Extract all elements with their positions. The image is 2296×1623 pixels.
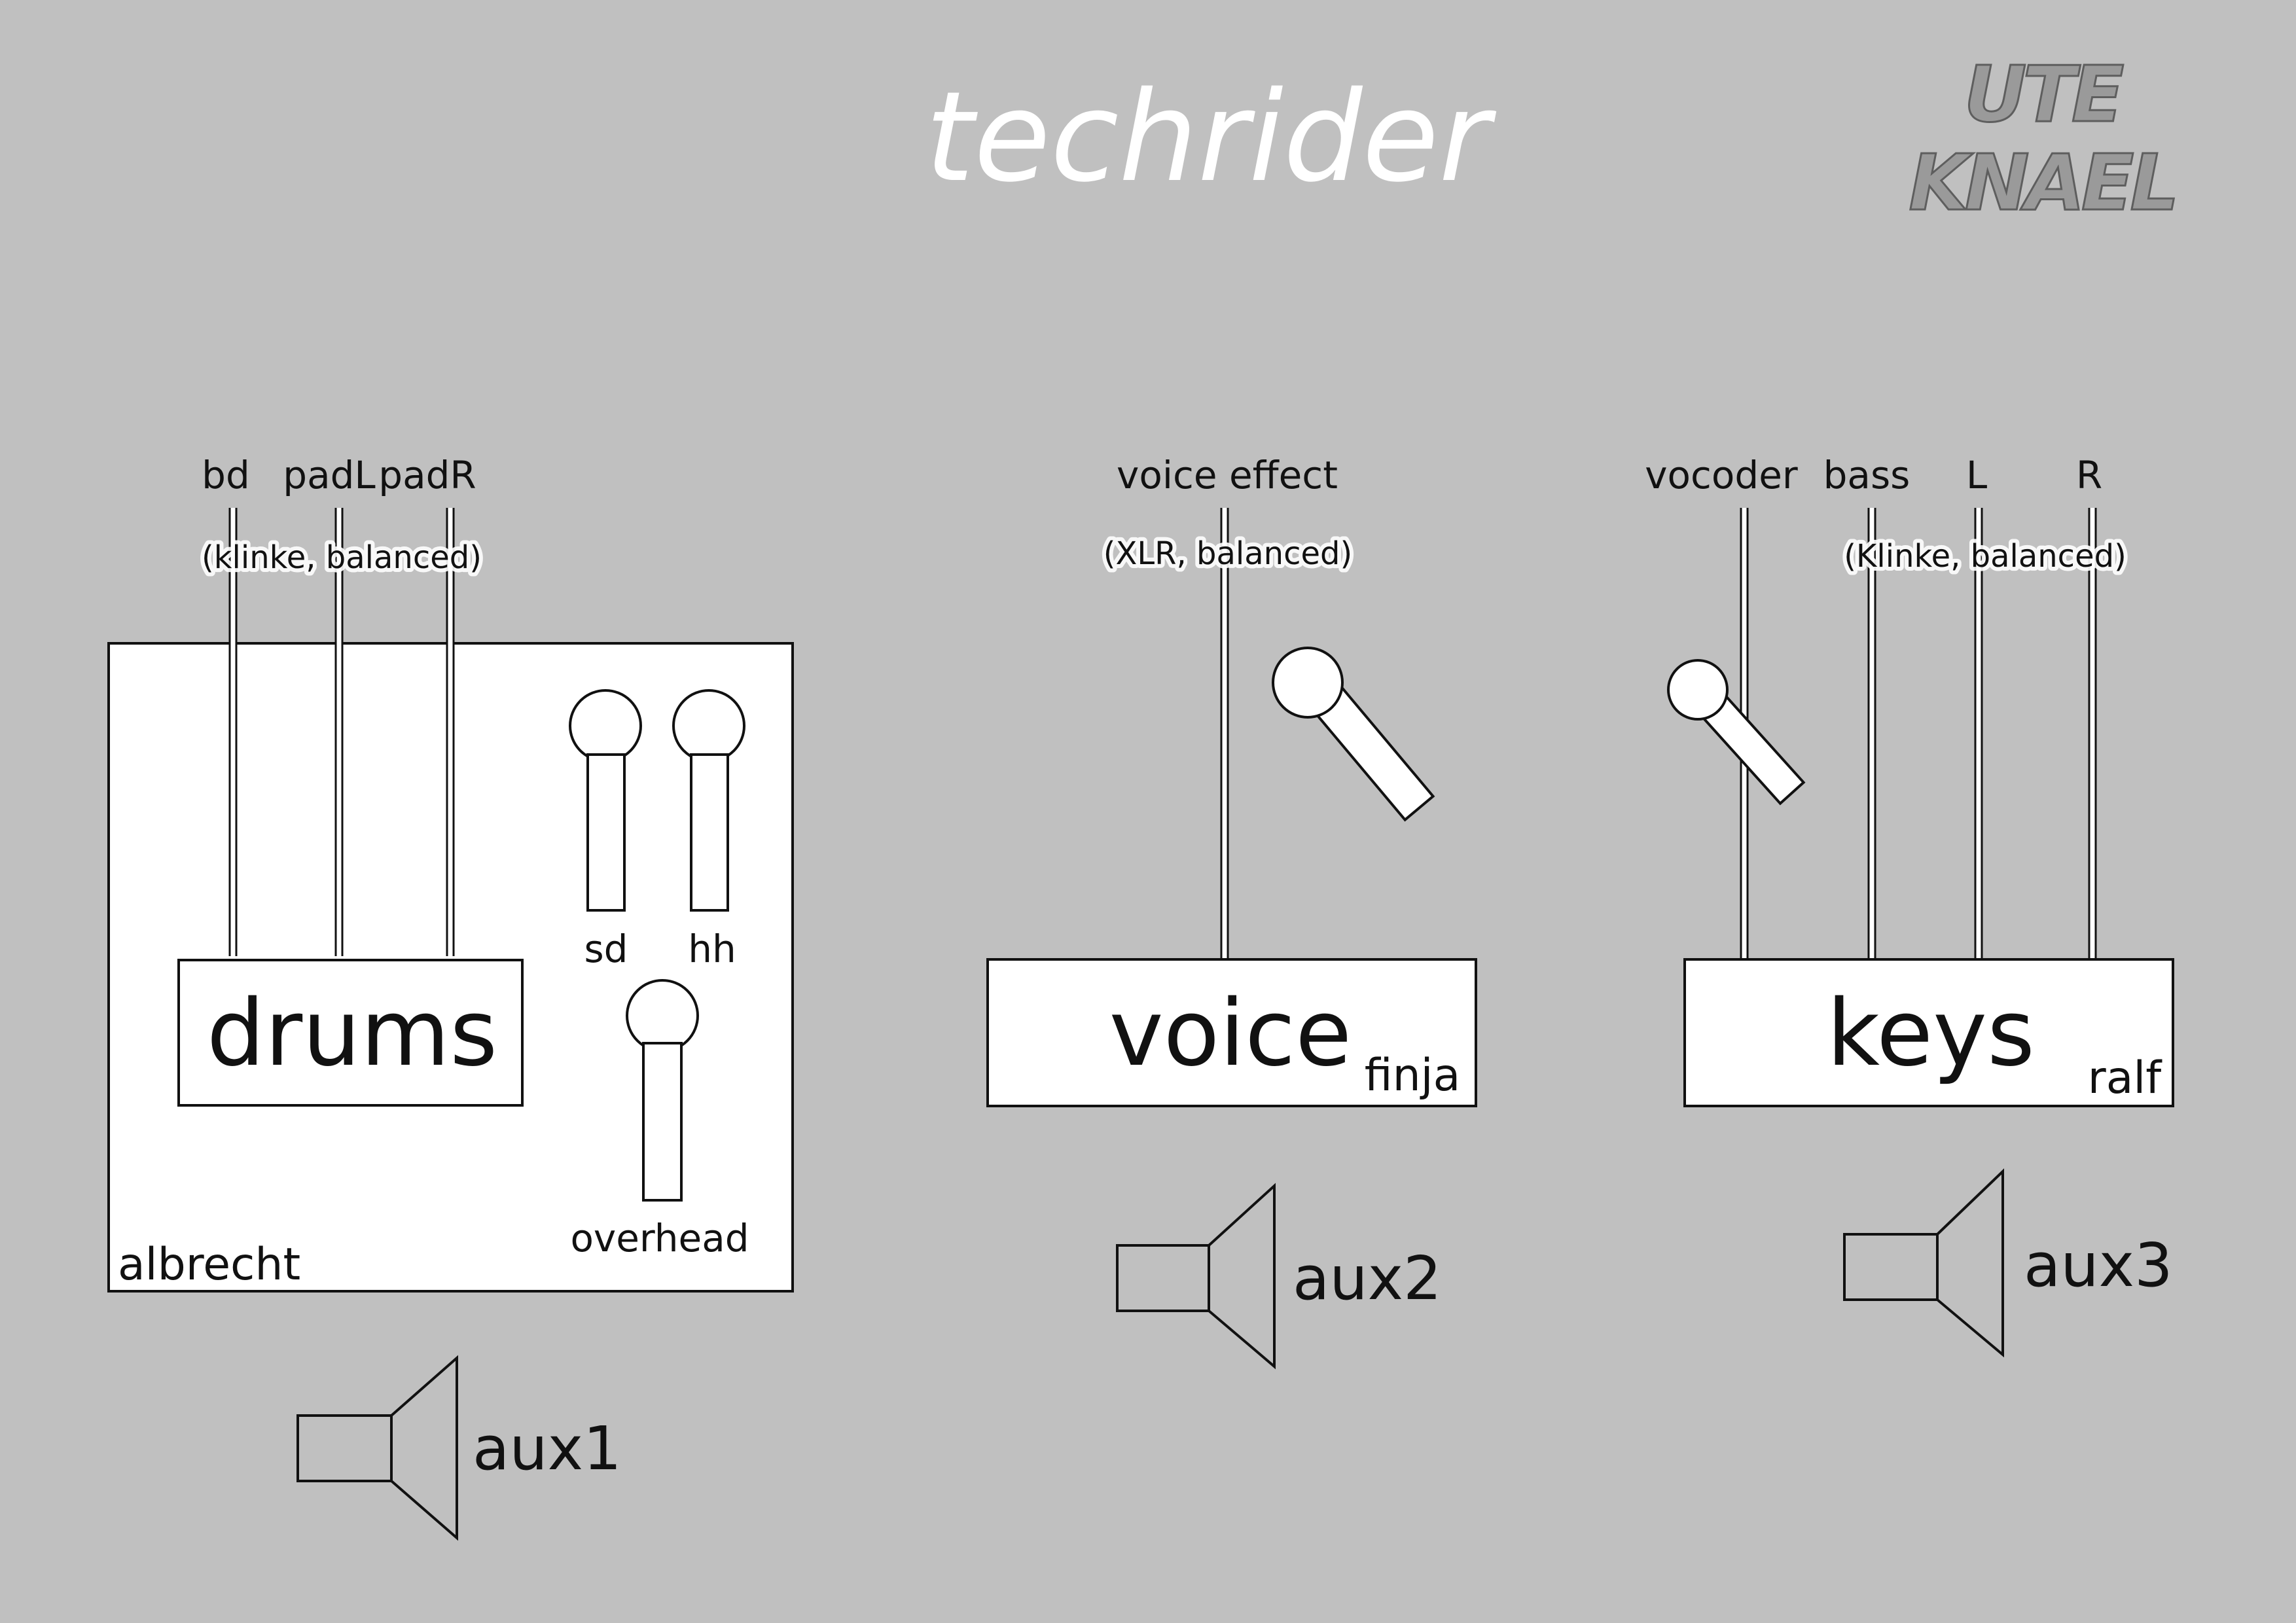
voice-label: voice <box>1109 980 1352 1087</box>
drums-box <box>177 959 524 1107</box>
overhead-mic-label: overhead <box>570 1216 749 1260</box>
logo-line-2: KNAEL <box>1909 137 2175 228</box>
voice-player-name: finja <box>1365 1050 1461 1101</box>
hihat-mic-icon <box>672 689 745 912</box>
keys-player-name: ralf <box>2088 1052 2163 1104</box>
keys-connector-note: (Klinke, balanced) <box>1844 538 2126 575</box>
drums-label: drums <box>207 980 497 1087</box>
snare-mic-label: sd <box>584 927 628 971</box>
keys-cable-bass <box>1867 508 1876 959</box>
drums-player-name: albrecht <box>118 1239 300 1291</box>
aux3-label: aux3 <box>2024 1230 2173 1300</box>
keys-connector-note-halo: (Klinke, balanced) <box>1844 538 2126 575</box>
keys-station: vocoder bass L R (Klinke, balanced) (Kli… <box>1645 453 2174 1107</box>
keys-cable-r <box>2088 508 2097 959</box>
page-title: techrider <box>925 65 1497 209</box>
keys-label: keys <box>1827 980 2035 1087</box>
voice-box <box>986 958 1477 1107</box>
hihat-mic-label: hh <box>688 927 736 971</box>
snare-mic-icon <box>569 689 642 912</box>
drums-cable-padr <box>446 508 455 956</box>
voice-connector-note-halo: (XLR, balanced) <box>1103 535 1352 572</box>
keys-input-vocoder-label: vocoder <box>1645 453 1798 497</box>
band-logo: UTE KNAEL <box>1908 48 2180 229</box>
drums-connector-note: (klinke, balanced) <box>202 539 482 576</box>
voice-cable-effect <box>1220 508 1229 959</box>
drums-cable-bd <box>228 508 238 956</box>
keys-input-bass-label: bass <box>1823 453 1910 497</box>
vocal-mic-icon <box>1272 647 1435 822</box>
voice-connector-note: (XLR, balanced) <box>1103 535 1352 572</box>
keys-input-r-label: R <box>2076 453 2102 497</box>
aux2-label: aux2 <box>1293 1243 1442 1313</box>
voice-station: voice effect (XLR, balanced) (XLR, balan… <box>986 453 1477 1107</box>
aux1-speaker-icon <box>296 1355 458 1541</box>
keys-input-l-label: L <box>1966 453 1987 497</box>
keys-box <box>1683 958 2174 1107</box>
drums-input-padl-label: padL <box>283 453 376 497</box>
logo-line-1: UTE <box>1964 49 2124 139</box>
voice-input-effect-label: voice effect <box>1117 453 1338 497</box>
vocoder-mic-icon <box>1667 659 1806 806</box>
drums-input-bd-label: bd <box>202 453 250 497</box>
drums-cable-padl <box>334 508 344 956</box>
overhead-mic-icon <box>626 979 699 1202</box>
aux3-speaker-icon <box>1843 1168 2004 1358</box>
keys-cable-l <box>1974 508 1983 959</box>
drums-station: bd padL padR (klinke, balanced) (klinke,… <box>107 453 794 1293</box>
drums-input-padr-label: padR <box>378 453 476 497</box>
drums-connector-note-halo: (klinke, balanced) <box>202 539 482 576</box>
aux2-speaker-icon <box>1116 1183 1276 1370</box>
aux1-label: aux1 <box>473 1414 622 1484</box>
